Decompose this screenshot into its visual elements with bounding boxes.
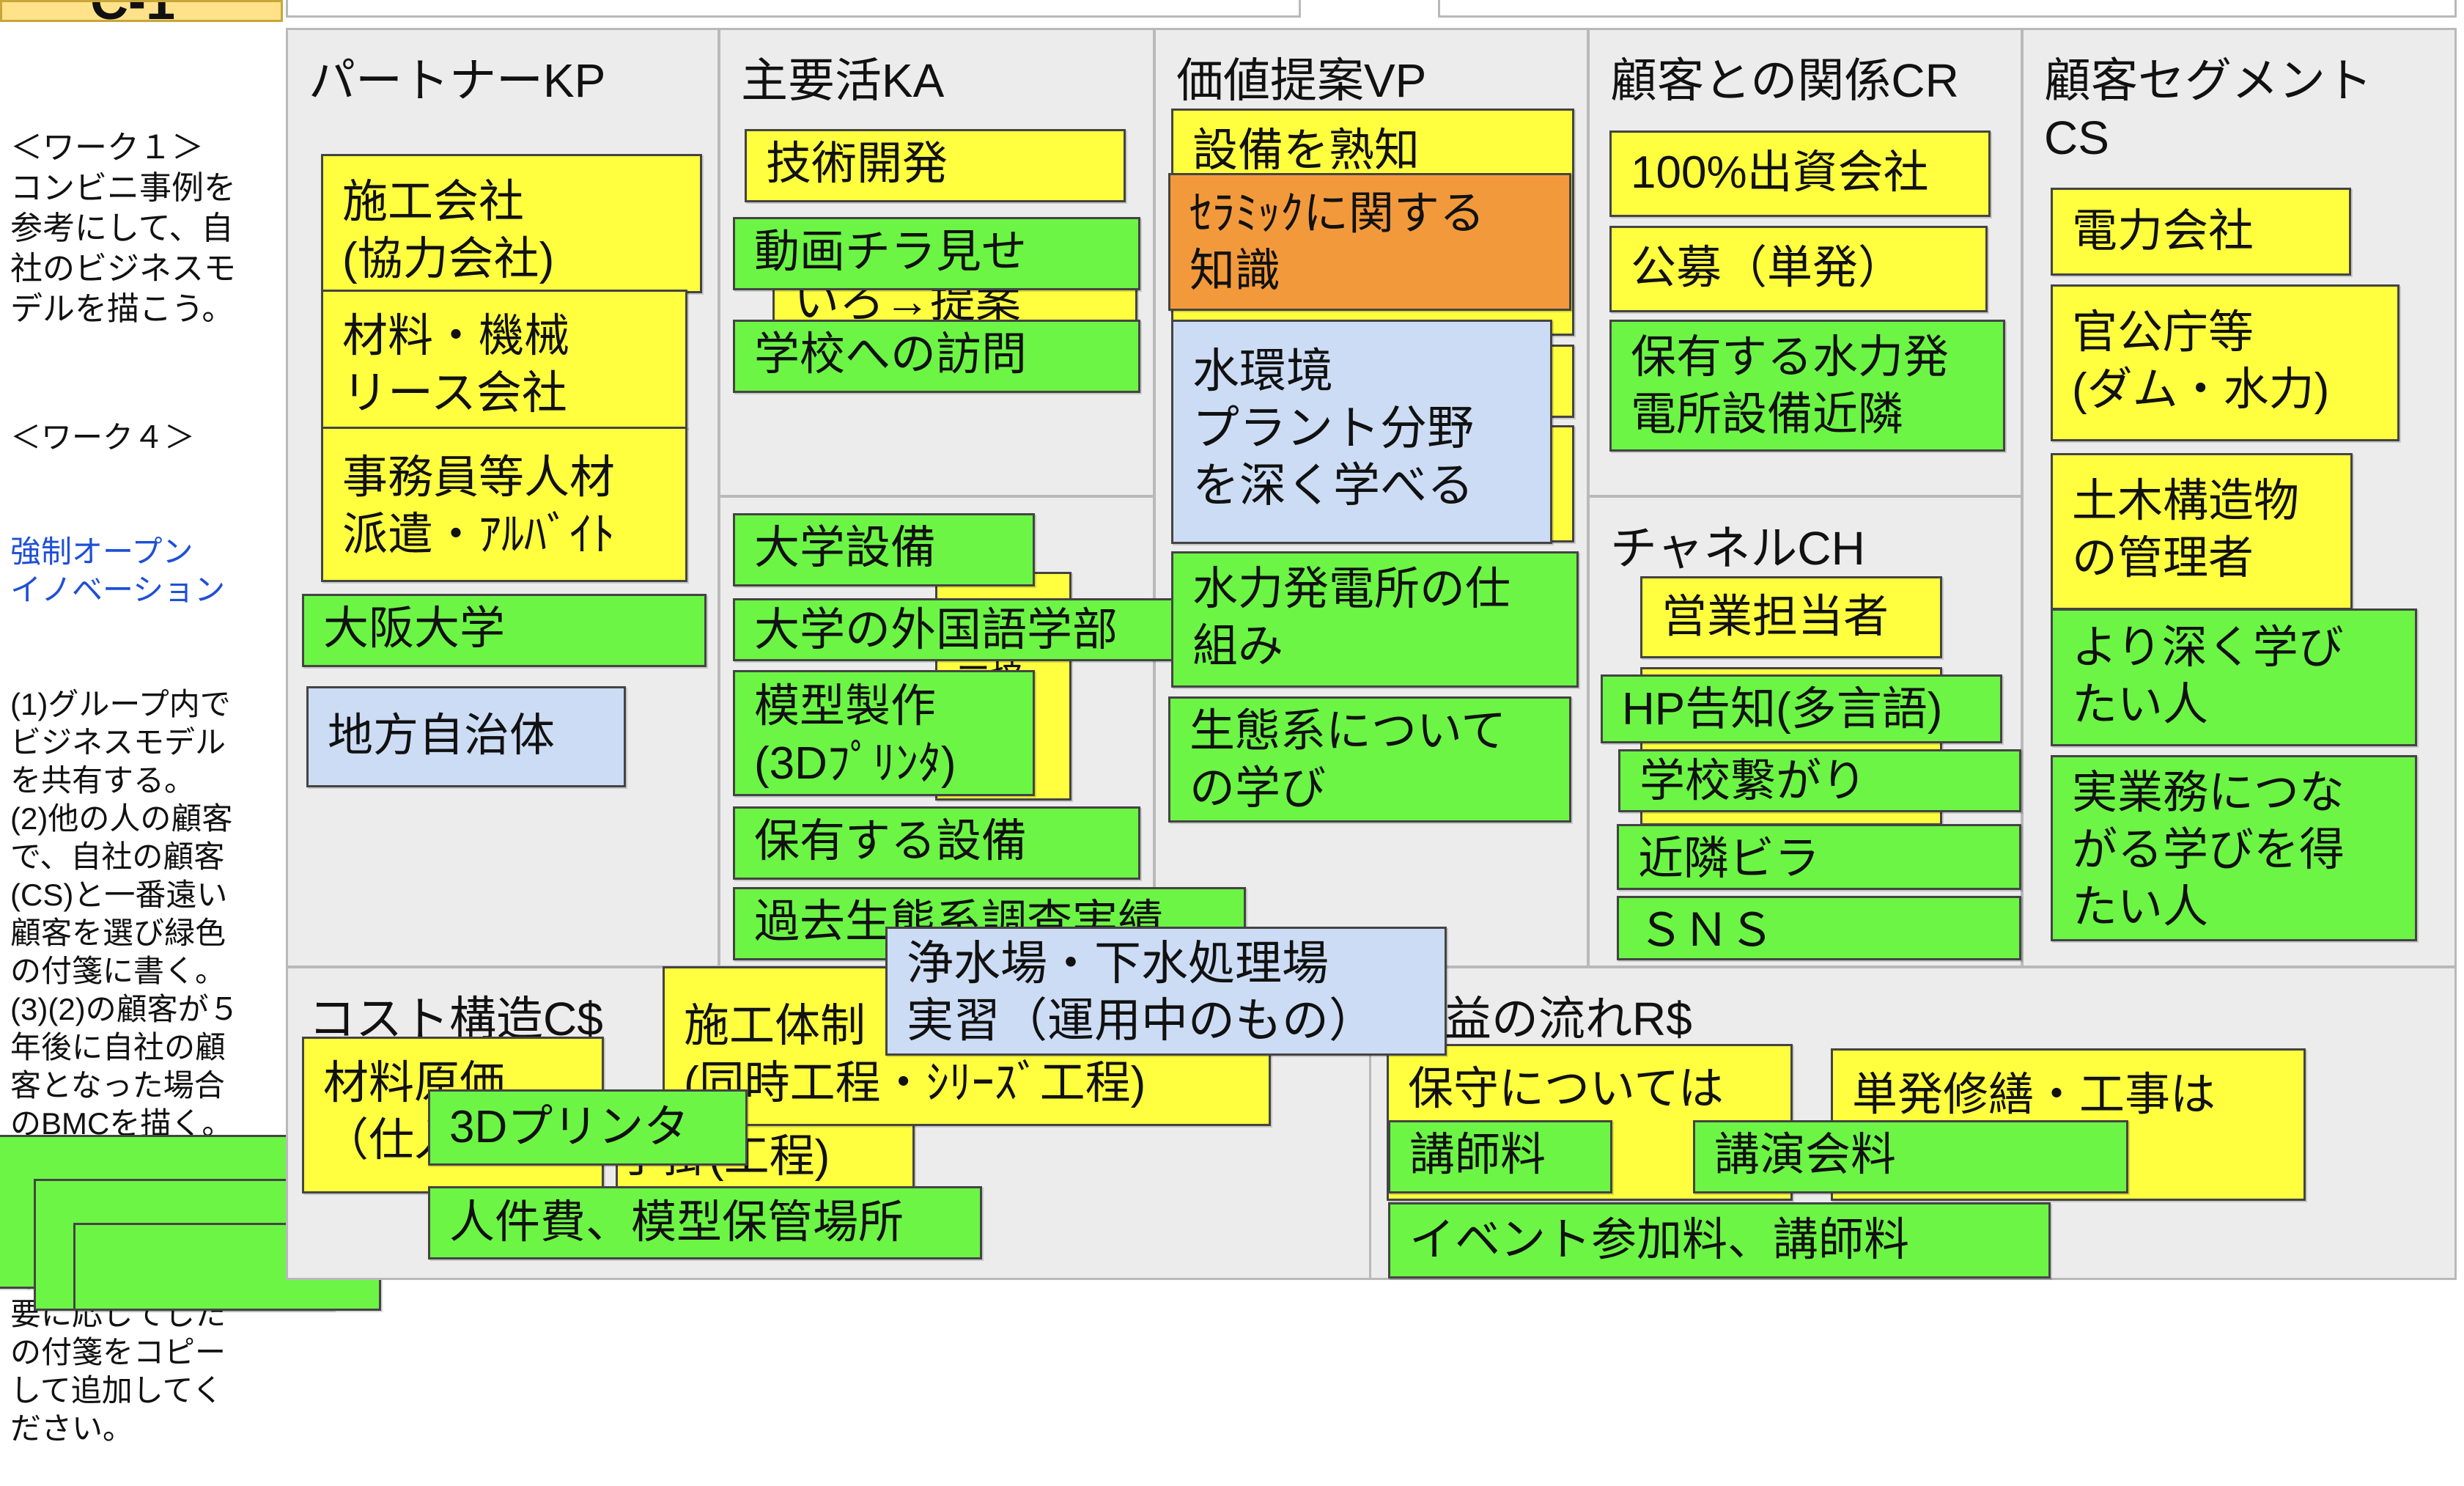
kp-note-staffing[interactable]: 事務員等人材 派遣・ｱﾙﾊﾞｲﾄ xyxy=(321,427,687,582)
vp-note-water-env[interactable]: 水環境 プラント分野 を深く学べる xyxy=(1171,320,1552,544)
kp-note-local-gov[interactable]: 地方自治体 xyxy=(306,686,626,787)
kr-note-univ-equipment[interactable]: 大学設備 xyxy=(733,513,1035,586)
cr-note-subsidiary[interactable]: 100%出資会社 xyxy=(1609,130,1991,217)
vp-note-ecology[interactable]: 生態系について の学び xyxy=(1168,696,1571,823)
slide-tag-label: C-1 xyxy=(90,2,175,20)
cs-note-power-co[interactable]: 電力会社 xyxy=(2051,188,2351,276)
ch-note-sales[interactable]: 営業担当者 xyxy=(1640,576,1942,658)
cs-title: 顧客セグメント CS xyxy=(2044,54,2372,164)
cs-note-practical-learning[interactable]: 実業務につな がる学びを得 たい人 xyxy=(2051,755,2417,941)
slide-tag: C-1 xyxy=(0,0,283,22)
work4-title: ＜ワーク４＞ xyxy=(10,420,196,455)
work4-link[interactable]: 強制オープン イノベーション xyxy=(10,534,226,607)
kp-note-leasing[interactable]: 材料・機械 リース会社 xyxy=(321,290,687,429)
revenue-note-event-fee[interactable]: イベント参加料、講師料 xyxy=(1388,1202,2051,1279)
floating-note-water-plant[interactable]: 浄水場・下水処理場 実習（運用中のもの） xyxy=(885,927,1447,1056)
kp-note-contractor[interactable]: 施工会社 (協力会社) xyxy=(321,154,702,293)
ka-note-tech-dev[interactable]: 技術開発 xyxy=(745,129,1126,202)
ch-note-hp[interactable]: HP告知(多言語) xyxy=(1601,674,2002,743)
kr-note-foreign-lang[interactable]: 大学の外国語学部 xyxy=(733,598,1189,661)
vp-title: 価値提案VP xyxy=(1176,54,1427,107)
work4-body: (1)グループ内で ビジネスモデル を共有する。 (2)他の人の顧客 で、自社の… xyxy=(10,687,240,1446)
revenue-note-lecture-fee[interactable]: 講演会料 xyxy=(1693,1120,2128,1193)
kr-note-model-making[interactable]: 模型製作 (3Dﾌﾟﾘﾝﾀ) xyxy=(733,670,1035,796)
ka-title: 主要活KA xyxy=(741,54,945,107)
cr-note-open-call[interactable]: 公募（単発） xyxy=(1609,226,1988,312)
cs-note-deeper-learning[interactable]: より深く学び たい人 xyxy=(2051,608,2417,746)
kp-note-osaka-univ[interactable]: 大阪大学 xyxy=(302,594,707,667)
cr-title: 顧客との関係CR xyxy=(1610,54,1959,107)
ch-title: チャネルCH xyxy=(1610,522,1865,575)
top-bar-right xyxy=(1438,0,2457,18)
cr-note-nearby-hydro[interactable]: 保有する水力発 電所設備近隣 xyxy=(1609,320,2005,452)
cs-note-civil-manager[interactable]: 土木構造物 の管理者 xyxy=(2051,453,2353,610)
ch-note-sns[interactable]: ＳＮＳ xyxy=(1617,896,2021,960)
cost-note-labor-storage[interactable]: 人件費、模型保管場所 xyxy=(428,1186,982,1259)
ch-note-flyers[interactable]: 近隣ビラ xyxy=(1617,824,2021,890)
cs-note-government[interactable]: 官公庁等 (ダム・水力) xyxy=(2051,284,2400,441)
top-bar-left xyxy=(286,0,1301,18)
cost-note-3d-printer[interactable]: 3Dプリンタ xyxy=(428,1089,748,1166)
kr-note-owned-equipment[interactable]: 保有する設備 xyxy=(733,806,1140,880)
vp-note-ceramic[interactable]: ｾﾗﾐｯｸに関する 知識 xyxy=(1168,173,1571,311)
ch-note-school-network[interactable]: 学校繋がり xyxy=(1618,749,2021,812)
revenue-title: 益の流れR$ xyxy=(1445,993,1692,1045)
kp-title: パートナーKP xyxy=(309,54,606,107)
revenue-note-lecturer-fee[interactable]: 講師料 xyxy=(1388,1120,1612,1193)
vp-note-hydro-plant[interactable]: 水力発電所の仕 組み xyxy=(1171,551,1579,688)
ka-note-school-visit[interactable]: 学校への訪問 xyxy=(733,320,1140,393)
ka-note-video[interactable]: 動画チラ見せ xyxy=(733,217,1140,290)
work1-text: ＜ワーク１＞ コンビニ事例を 参考にして、自 社のビジネスモ デルを描こう。 xyxy=(10,130,236,327)
